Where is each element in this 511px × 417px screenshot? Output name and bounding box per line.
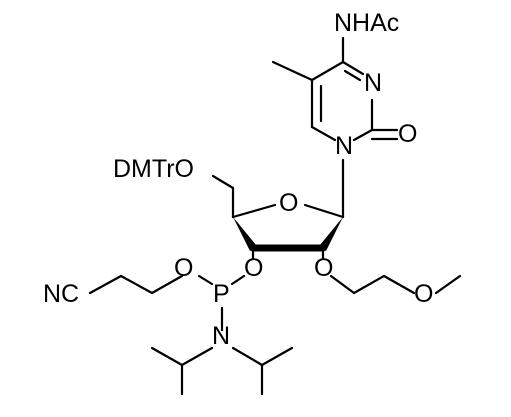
bond-ch-right-up: [260, 346, 294, 367]
label-dmtro: DMTrO: [113, 155, 194, 183]
bonds: [88, 36, 462, 396]
bond-n-ch-right: [231, 346, 264, 367]
bond-c4prime-c3prime: [233, 217, 256, 251]
bond-c2-n1: [352, 128, 374, 142]
label-nc: NC: [43, 280, 79, 308]
bond-c2prime-c1prime: [320, 217, 343, 251]
label-o-carbonyl: O: [398, 120, 417, 148]
bond-p-o: [197, 274, 214, 286]
label-n1: N: [335, 132, 353, 160]
label-n-amine: N: [212, 322, 230, 350]
bond-c1prime-o4prime: [303, 203, 345, 219]
bond-ch2a-ch2b: [119, 274, 154, 295]
bond-c4-n3-double: [343, 69, 362, 82]
bond-ch-left-up: [150, 346, 184, 367]
atom-labels: NHAc N N O DMTrO O O P O NC N O O: [43, 9, 433, 350]
bond-o2prime-ch2a: [329, 274, 356, 295]
label-o-ring: O: [279, 189, 298, 217]
label-n-ring: N: [364, 69, 382, 97]
label-o2: O: [314, 254, 333, 282]
label-nhac: NHAc: [334, 9, 399, 37]
bond-c5prime-o5prime: [211, 174, 235, 190]
label-o-methoxy: O: [414, 280, 433, 308]
bond-o4prime-c4prime: [231, 203, 277, 219]
bond-o-ch2a: [150, 274, 184, 295]
label-o3: O: [244, 254, 263, 282]
bond-ch2b-cn: [88, 274, 123, 295]
bond-n1-c6: [310, 125, 337, 142]
label-o-p: O: [174, 254, 193, 282]
bond-c5-c4: [310, 60, 345, 82]
bond-c4-n3: [341, 60, 365, 76]
bond-ch2a-ch2b-moe: [352, 274, 386, 295]
bond-c5-methyl: [271, 60, 314, 82]
bond-o-methyl-moe: [434, 274, 462, 295]
bond-o3prime-p: [230, 274, 246, 286]
bond-n-ch-left: [180, 346, 214, 367]
bond-ch2b-o-moe: [382, 274, 416, 295]
label-p: P: [213, 280, 230, 308]
